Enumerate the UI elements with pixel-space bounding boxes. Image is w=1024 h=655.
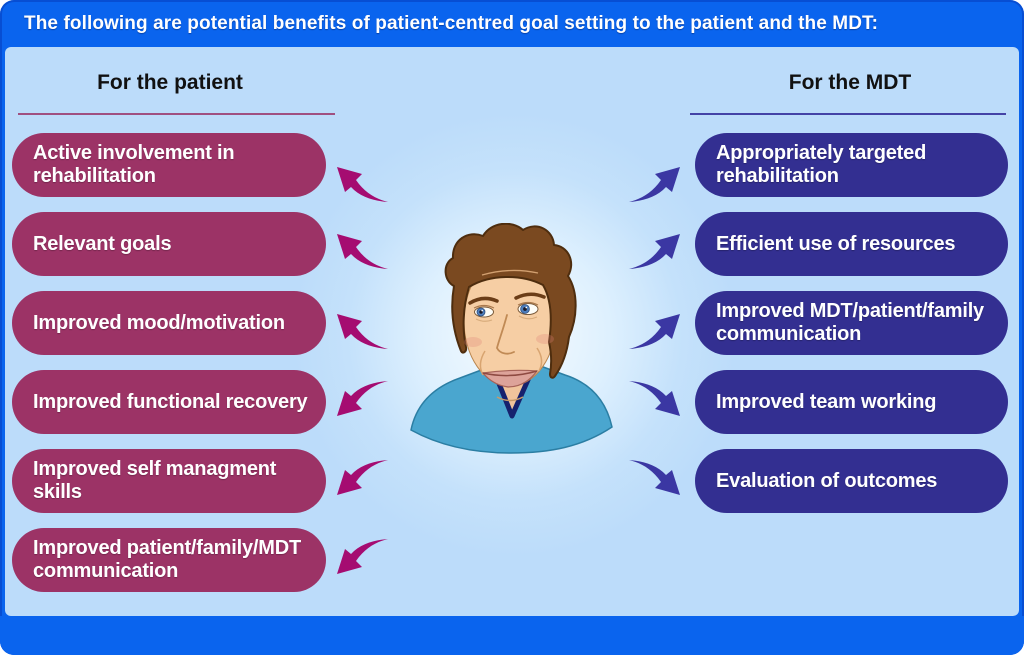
curved-arrow-icon [628,307,684,351]
clinician-portrait-illustration [410,223,613,454]
patient-benefit-pill: Active involvement in rehabilitation [12,133,326,197]
curved-arrow-icon [333,537,389,581]
curved-arrow-icon [333,458,389,502]
patient-column-heading: For the patient [97,71,243,94]
patient-benefits-list: Active involvement in rehabilitation Rel… [12,133,326,592]
curved-arrow-icon [628,160,684,204]
mdt-heading-underline [690,113,1006,115]
mdt-benefits-list: Appropriately targeted rehabilitation Ef… [695,133,1008,513]
footer-bar [0,616,1024,655]
mdt-benefit-pill: Appropriately targeted rehabilitation [695,133,1008,197]
page-title: The following are potential benefits of … [24,12,879,34]
mdt-benefit-pill: Evaluation of outcomes [695,449,1008,513]
mdt-benefit-pill: Improved team working [695,370,1008,434]
patient-benefit-pill: Relevant goals [12,212,326,276]
mdt-benefit-pill: Efficient use of resources [695,212,1008,276]
patient-benefit-pill: Improved functional recovery [12,370,326,434]
curved-arrow-icon [628,227,684,271]
mdt-column-heading: For the MDT [788,71,912,94]
curved-arrow-icon [333,227,389,271]
curved-arrow-icon [628,458,684,502]
patient-benefit-pill: Improved patient/family/MDT communicatio… [12,528,326,592]
mdt-benefit-pill: Improved MDT/patient/family communicatio… [695,291,1008,355]
curved-arrow-icon [333,307,389,351]
patient-benefit-pill: Improved mood/motivation [12,291,326,355]
curved-arrow-icon [628,379,684,423]
patient-heading-underline [18,113,335,115]
curved-arrow-icon [333,160,389,204]
curved-arrow-icon [333,379,389,423]
patient-benefit-pill: Improved self managment skills [12,449,326,513]
header-bar: The following are potential benefits of … [0,0,1024,47]
